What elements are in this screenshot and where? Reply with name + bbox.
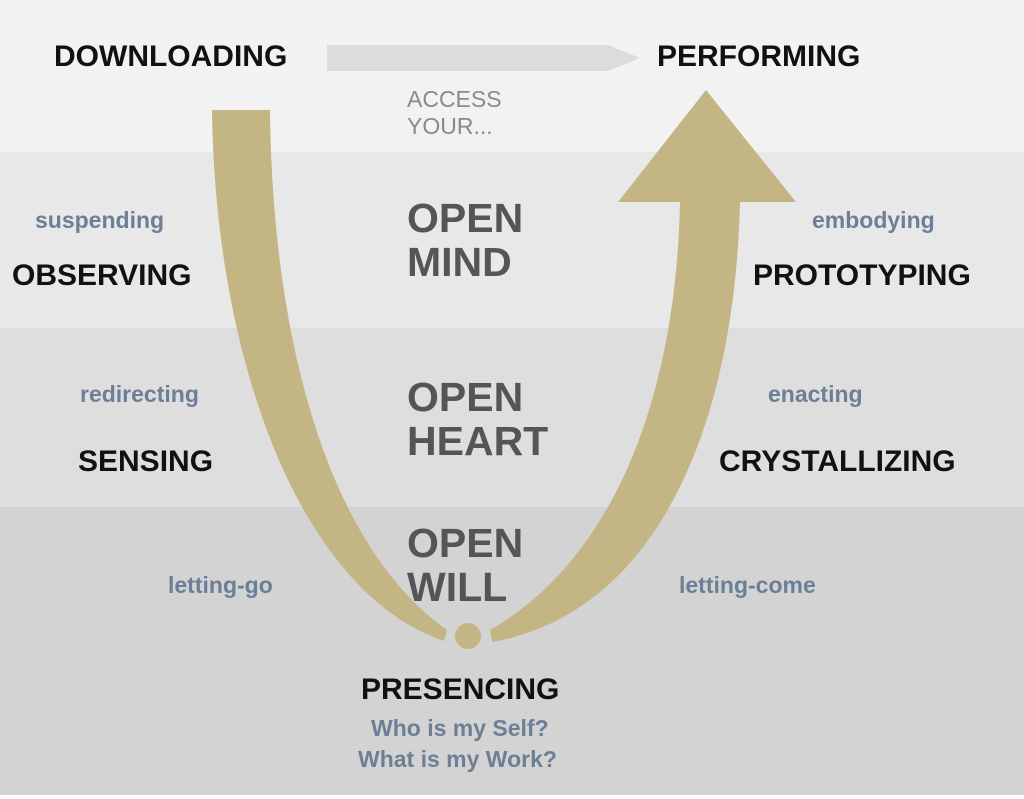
open-heart-label: OPEN HEART [407,375,548,463]
label-enacting: enacting [768,381,863,407]
label-presencing: PRESENCING [361,673,560,706]
open-heart-line-2: HEART [407,418,549,464]
label-suspending: suspending [35,207,165,233]
question-self: Who is my Self? [371,715,549,741]
open-mind-label: OPEN MIND [407,196,523,284]
presencing-dot [455,623,481,649]
question-work: What is my Work? [358,746,557,772]
u-curve-descending [212,110,447,641]
band-top [0,0,1024,152]
label-prototyping: PROTOTYPING [753,259,971,292]
band-mind [0,152,1024,328]
label-redirecting: redirecting [80,381,199,407]
open-heart-line-1: OPEN [407,374,524,420]
access-line-2: YOUR... [407,113,493,139]
u-curve-ascending-arrow [490,90,796,642]
label-observing: OBSERVING [12,259,192,292]
open-mind-line-1: OPEN [407,195,524,241]
label-downloading: DOWNLOADING [54,40,288,73]
label-sensing: SENSING [78,445,214,478]
band-will [0,507,1024,795]
label-letting-come: letting-come [679,572,816,598]
open-will-line-2: WILL [407,564,508,610]
open-mind-line-2: MIND [407,239,512,285]
access-line-1: ACCESS [407,86,502,112]
open-will-label: OPEN WILL [407,521,523,609]
label-embodying: embodying [812,207,935,233]
label-performing: PERFORMING [657,40,861,73]
label-letting-go: letting-go [168,572,273,598]
open-will-line-1: OPEN [407,520,524,566]
access-your-label: ACCESS YOUR... [407,86,502,140]
band-heart [0,328,1024,507]
downloading-arrow [327,45,640,71]
label-crystallizing: CRYSTALLIZING [719,445,956,478]
